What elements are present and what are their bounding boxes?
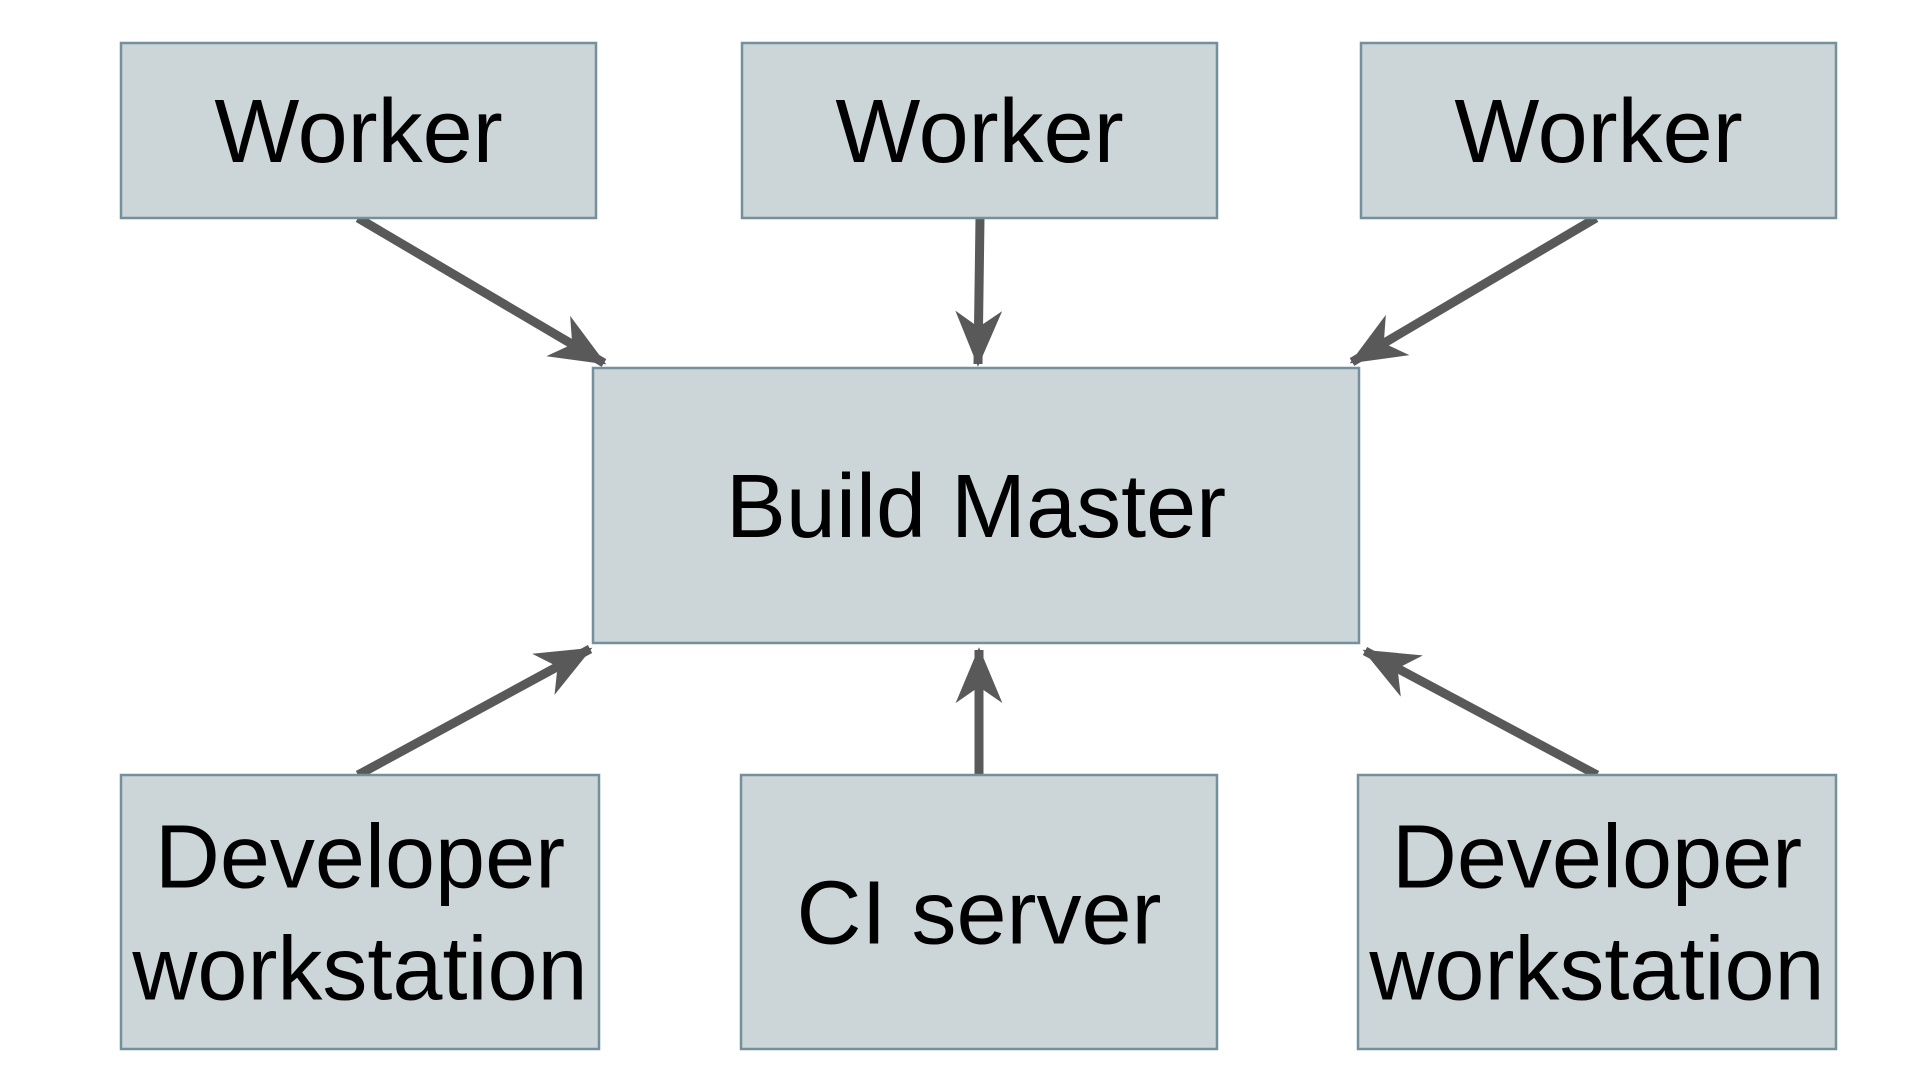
node-build-master-label: Build Master xyxy=(726,457,1226,557)
node-worker-2-label: Worker xyxy=(835,82,1123,182)
node-worker-3-box xyxy=(1359,41,1838,220)
arrow-worker-2-to-build-master xyxy=(955,217,1003,367)
arrow-developer-workstation-2-to-build-master xyxy=(1362,647,1600,779)
node-developer-workstation-2-box xyxy=(1356,773,1838,1051)
arrow-worker-3-to-build-master xyxy=(1349,214,1599,366)
node-worker-2: Worker xyxy=(740,41,1219,220)
node-worker-1: Worker xyxy=(119,41,598,220)
node-worker-2-box xyxy=(740,41,1219,220)
node-ci-server-label: CI server xyxy=(796,864,1161,964)
node-developer-workstation-1-box xyxy=(119,773,601,1051)
node-build-master-box xyxy=(591,366,1361,645)
node-ci-server: CI server xyxy=(739,773,1219,1051)
node-worker-3: Worker xyxy=(1359,41,1838,220)
node-worker-1-box xyxy=(119,41,598,220)
arrow-developer-workstation-1-to-build-master xyxy=(355,645,593,779)
edges-layer xyxy=(355,214,1600,779)
node-build-master: Build Master xyxy=(591,366,1361,645)
node-ci-server-box xyxy=(739,773,1219,1051)
node-worker-1-label: Worker xyxy=(214,82,502,182)
arrow-worker-1-to-build-master xyxy=(355,214,607,367)
node-worker-3-label: Worker xyxy=(1454,82,1742,182)
